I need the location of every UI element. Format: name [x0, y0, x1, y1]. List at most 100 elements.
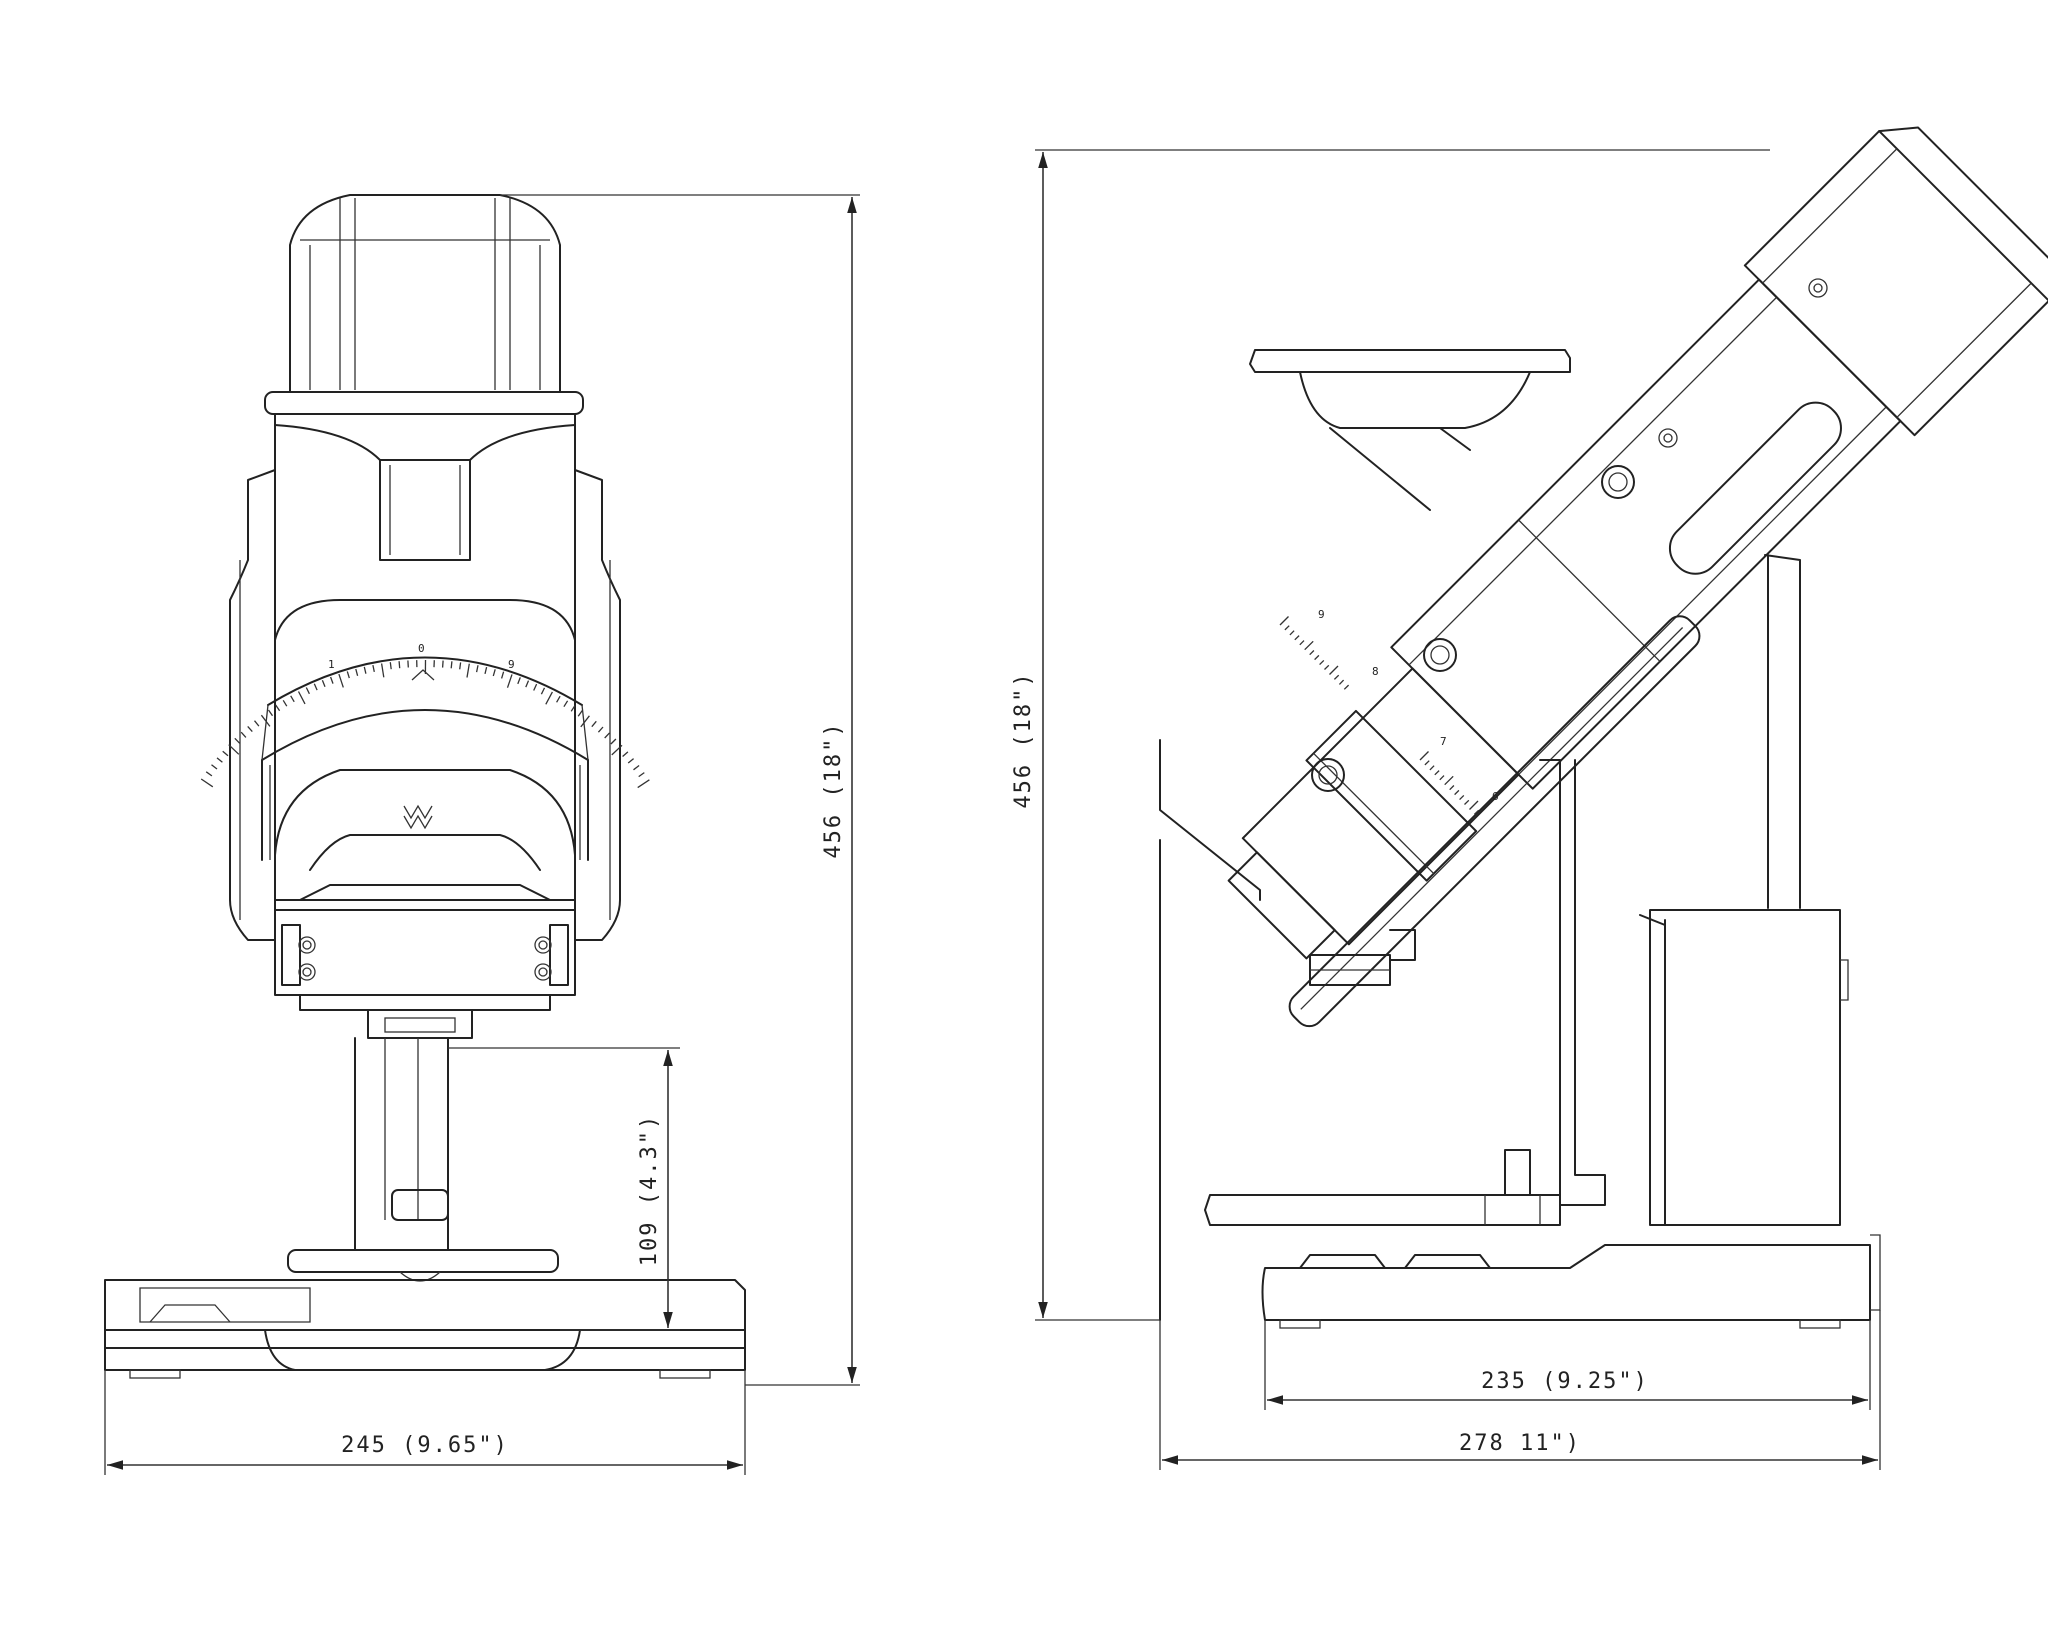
- dial-tick: [475, 665, 479, 673]
- dial-tick: [338, 673, 344, 688]
- dial-tick: [372, 664, 375, 673]
- dial-tick: [297, 691, 306, 705]
- side-dimensions: [1035, 149, 1881, 1470]
- dial-tick: [290, 695, 295, 703]
- scale-tick: [1454, 789, 1460, 796]
- dial-tick: [234, 737, 241, 744]
- scale-b-6: 6: [1492, 790, 1499, 803]
- dial-tick: [240, 731, 247, 738]
- dial-tick: [313, 683, 318, 691]
- scale-a-9: 9: [1318, 608, 1325, 621]
- scale-tick: [1319, 659, 1325, 666]
- scale-tick: [1464, 799, 1470, 805]
- dial-tick: [282, 699, 288, 707]
- dial-tick: [492, 669, 496, 677]
- dial-tick: [500, 671, 505, 679]
- dial-tick: [253, 720, 260, 727]
- dial-tick: [506, 674, 513, 688]
- scale-tick: [1309, 650, 1315, 656]
- side-view: 9 8 7 6: [1159, 126, 2048, 1329]
- scale-tick: [1314, 654, 1320, 661]
- dial-tick: [275, 704, 281, 712]
- dial-tick: [200, 778, 214, 788]
- dial-tick: [216, 757, 223, 763]
- scale-tick: [1429, 765, 1435, 771]
- dial-tick: [398, 661, 401, 669]
- dial-number-1: 1: [328, 658, 335, 671]
- arrow-icon: [411, 669, 435, 681]
- scale-tick: [1434, 770, 1440, 776]
- bolt-icon: [298, 936, 552, 981]
- bolt-icon: [1311, 278, 1828, 792]
- scale-tick: [1469, 800, 1479, 810]
- dial-number-0: 0: [418, 642, 425, 655]
- dial-tick: [441, 660, 444, 668]
- scale-tick: [1473, 809, 1480, 815]
- scale-tick: [1439, 775, 1445, 781]
- dial-tick: [450, 661, 453, 669]
- dial-tick: [627, 758, 635, 764]
- dial-tick: [638, 772, 645, 778]
- front-column-label: 109 (4.3"): [637, 1114, 662, 1266]
- logo-mark: [403, 804, 433, 830]
- dial-tick: [545, 691, 553, 705]
- scale-tick: [1284, 625, 1290, 631]
- scale-tick: [1459, 794, 1465, 801]
- dial-tick: [205, 771, 213, 777]
- dial-tick: [611, 744, 623, 756]
- scale-tick: [1329, 665, 1339, 675]
- side-total-label: 278 11"): [1459, 1431, 1581, 1456]
- dial-tick: [305, 687, 310, 695]
- scale-tick: [1333, 674, 1340, 680]
- front-dimensions: [104, 194, 860, 1475]
- dial-tick: [484, 666, 488, 675]
- dial-tick: [247, 725, 253, 733]
- dial-tick: [580, 715, 590, 728]
- dial-tick: [389, 662, 392, 670]
- dial-tick: [556, 695, 561, 703]
- scale-tick: [1304, 640, 1314, 651]
- scale-tick: [1449, 785, 1455, 791]
- side-scale-ticks: [1279, 616, 1480, 815]
- dial-tick: [637, 779, 650, 789]
- front-height-label: 456 (18"): [821, 721, 846, 858]
- dial-tick: [591, 720, 597, 728]
- dial-tick: [228, 744, 240, 755]
- dial-tick: [355, 668, 359, 676]
- dial-tick: [577, 710, 583, 717]
- side-base-label: 235 (9.25"): [1481, 1369, 1649, 1394]
- dial-tick: [622, 751, 629, 757]
- dial-tick: [604, 732, 610, 739]
- dial-tick: [533, 683, 538, 691]
- scale-a-8: 8: [1372, 665, 1379, 678]
- scale-tick: [1299, 640, 1305, 646]
- scale-tick: [1419, 751, 1429, 761]
- dial-tick: [570, 705, 576, 712]
- dial-tick: [346, 671, 350, 679]
- dial-tick: [525, 680, 530, 688]
- scale-tick: [1338, 679, 1345, 685]
- dial-tick: [633, 764, 640, 771]
- dial-tick: [211, 764, 218, 770]
- scale-tick: [1324, 664, 1330, 670]
- front-view: 1 0 9: [104, 194, 746, 1379]
- front-width-label: 245 (9.65"): [341, 1433, 509, 1458]
- dial-tick: [329, 676, 334, 684]
- dial-tick: [363, 666, 367, 674]
- dial-tick: [459, 662, 462, 670]
- dial-tick: [597, 726, 604, 733]
- scale-tick: [1444, 775, 1454, 786]
- dial-tick: [321, 680, 326, 687]
- dial-tick: [466, 663, 470, 678]
- dial-tick: [540, 687, 546, 695]
- side-height-label: 456 (18"): [1011, 671, 1036, 808]
- scale-b-7: 7: [1440, 735, 1447, 748]
- dial-tick: [563, 700, 569, 708]
- dial-tick: [380, 663, 385, 678]
- dial-tick: [610, 738, 617, 745]
- scale-tick: [1343, 684, 1350, 690]
- scale-tick: [1424, 760, 1430, 766]
- dial-ticks: [200, 659, 650, 789]
- dial-tick: [222, 750, 229, 757]
